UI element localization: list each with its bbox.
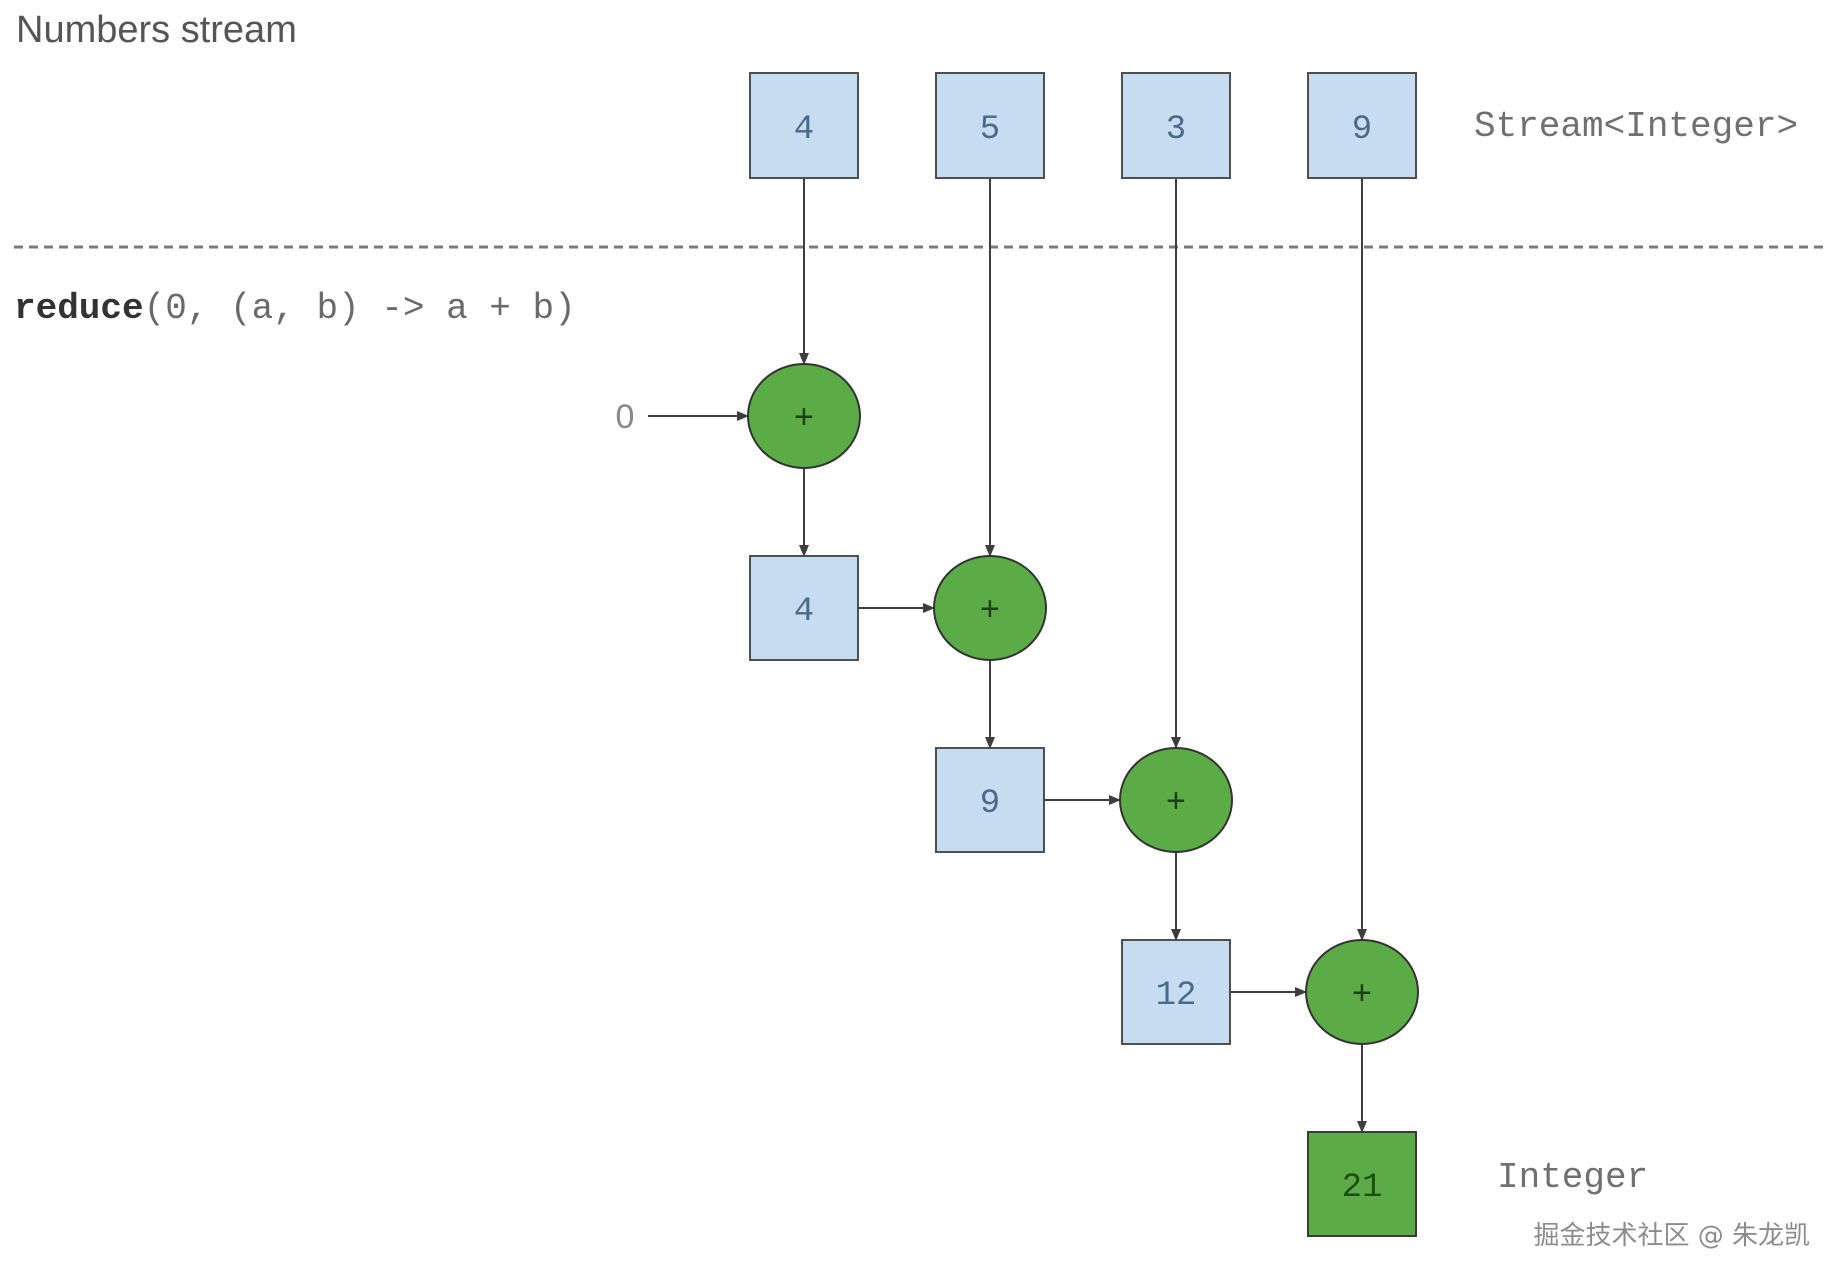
plus-operator: + [747, 363, 861, 469]
partial-sum-value: 9 [980, 785, 1000, 823]
diagram-title: Numbers stream [16, 9, 297, 51]
partial-sum-box: 4 [749, 555, 859, 661]
plus-operator: + [1119, 747, 1233, 853]
reduce-arguments: (0, (a, b) -> a + b) [144, 288, 576, 329]
plus-operator: + [1305, 939, 1419, 1045]
stream-element-value: 9 [1352, 111, 1372, 149]
stream-element-value: 3 [1166, 111, 1186, 149]
stream-element: 9 [1307, 72, 1417, 179]
stream-element: 4 [749, 72, 859, 179]
plus-sign: + [1352, 977, 1372, 1015]
plus-sign: + [1166, 785, 1186, 823]
plus-sign: + [980, 593, 1000, 631]
partial-sum-box: 9 [935, 747, 1045, 853]
partial-sum-value: 12 [1156, 977, 1197, 1015]
result-value: 21 [1342, 1169, 1383, 1207]
partial-sum-value: 4 [794, 593, 814, 631]
result-type-label: Integer [1497, 1157, 1648, 1198]
plus-operator: + [933, 555, 1047, 661]
stream-type-label: Stream<Integer> [1474, 106, 1798, 147]
plus-sign: + [794, 401, 814, 439]
watermark: 掘金技术社区 @ 朱龙凯 [1533, 1221, 1810, 1251]
reduce-keyword: reduce [14, 288, 144, 329]
reduce-call: reduce(0, (a, b) -> a + b) [14, 288, 576, 329]
seed-value: 0 [616, 398, 635, 436]
stream-element: 5 [935, 72, 1045, 179]
stream-element-value: 4 [794, 111, 814, 149]
result-box: 21 [1307, 1131, 1417, 1237]
partial-sum-box: 12 [1121, 939, 1231, 1045]
stream-element: 3 [1121, 72, 1231, 179]
stream-element-value: 5 [980, 111, 1000, 149]
